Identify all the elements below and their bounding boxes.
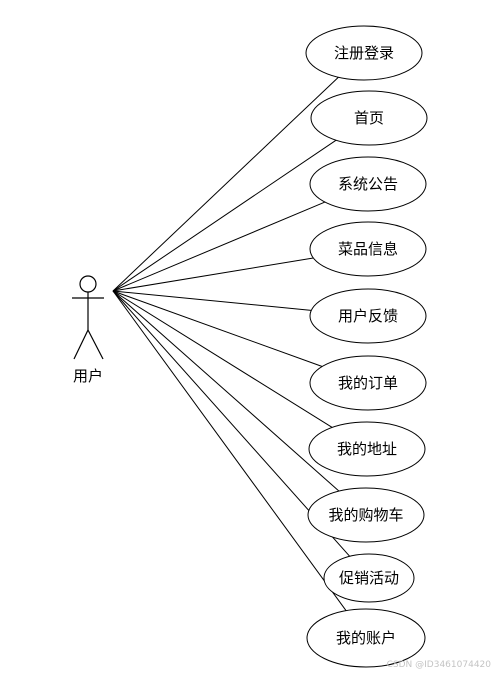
use-case-ellipse [308,421,426,477]
use-case-ellipse [309,355,427,411]
association-line [112,290,312,311]
actor-head [79,275,97,293]
use-case: 菜品信息 [309,221,427,277]
association-line [112,290,340,492]
use-case: 我的订单 [309,355,427,411]
association-lines [112,76,351,611]
use-case-ellipse [306,608,426,668]
use-case: 系统公告 [309,156,427,212]
use-case-label: 用户反馈 [338,307,398,325]
use-case-label: 我的购物车 [328,506,403,524]
association-line [112,257,314,292]
use-case-label: 我的账户 [336,629,396,647]
use-case-label: 首页 [354,109,384,127]
association-line [112,290,323,367]
use-case: 我的账户 [306,608,426,668]
association-line [112,290,347,611]
use-case-label: 促销活动 [339,569,399,587]
use-case-ellipse [305,25,423,81]
actor-right-leg [87,329,104,360]
use-case-label: 菜品信息 [338,240,398,258]
use-case-label: 我的地址 [337,440,397,458]
use-case-label: 我的订单 [338,374,398,392]
use-case-ellipse [309,221,427,277]
use-case-ellipse [323,553,415,603]
use-case: 注册登录 [305,25,423,81]
association-line [112,201,326,292]
actor-label: 用户 [73,367,103,385]
association-line [112,290,333,428]
use-case-ellipse [309,156,427,212]
use-case-ellipse [310,90,428,146]
association-line [112,76,339,292]
use-case: 用户反馈 [309,288,427,344]
use-case-ellipse [307,487,425,543]
use-case: 促销活动 [323,553,415,603]
use-case-label: 注册登录 [334,44,394,62]
use-case: 我的购物车 [307,487,425,543]
use-case-label: 系统公告 [338,175,398,193]
actor-user: 用户 [72,275,104,385]
actor-left-leg [73,329,89,360]
watermark: CSDN @ID3461074420 [387,660,492,670]
association-line [112,139,337,292]
use-case-ellipse [309,288,427,344]
use-case: 首页 [310,90,428,146]
use-case: 我的地址 [308,421,426,477]
